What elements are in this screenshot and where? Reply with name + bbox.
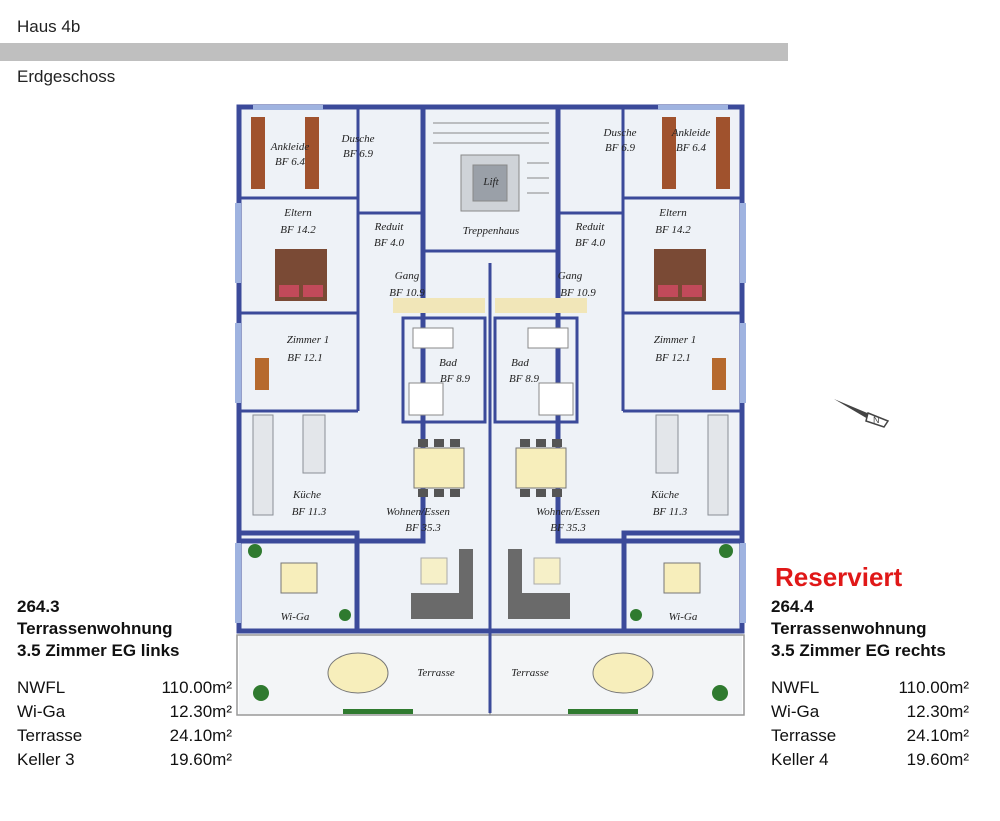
label-wohnen-left: Wohnen/Essen — [386, 506, 450, 518]
area-value: 19.60m² — [169, 750, 232, 769]
area-value: 12.30m² — [169, 702, 232, 721]
area-value: 24.10m² — [169, 726, 232, 745]
area-label: Wi-Ga — [771, 702, 820, 721]
area-label: Keller 3 — [17, 750, 75, 769]
label-wohnen-bf-left: BF 35.3 — [405, 522, 441, 534]
label-reduit-bf-left: BF 4.0 — [374, 237, 404, 249]
label-reduit-bf-right: BF 4.0 — [575, 237, 605, 249]
label-wiga-right: Wi-Ga — [669, 611, 698, 623]
left-area-row-terrasse: Terrasse 24.10m² — [17, 724, 232, 748]
area-label: NWFL — [17, 678, 66, 697]
area-value: 12.30m² — [906, 702, 969, 721]
area-value: 24.10m² — [906, 726, 969, 745]
label-zimmer-left: Zimmer 1 — [287, 334, 329, 346]
label-dusche-bf-left: BF 6.9 — [343, 148, 373, 160]
label-kueche-bf-left: BF 11.3 — [292, 506, 327, 518]
north-arrow-icon: N — [834, 399, 890, 428]
label-terrasse-right: Terrasse — [511, 667, 549, 679]
label-gang-bf-right: BF 10.9 — [560, 287, 596, 299]
label-ankleide-bf-left: BF 6.4 — [275, 156, 305, 168]
label-gang-right: Gang — [558, 270, 583, 282]
floor-plan: Ankleide BF 6.4 Ankleide BF 6.4 Dusche B… — [235, 104, 746, 716]
label-wohnen-bf-right: BF 35.3 — [550, 522, 586, 534]
left-area-row-wiga: Wi-Ga 12.30m² — [17, 700, 232, 724]
label-kueche-right: Küche — [650, 489, 679, 501]
right-unit-type: Terrassenwohnung — [771, 619, 927, 638]
label-dusche-right: Dusche — [603, 127, 637, 139]
right-area-row-wiga: Wi-Ga 12.30m² — [771, 700, 969, 724]
label-bad-bf-left: BF 8.9 — [440, 373, 470, 385]
label-eltern-right: Eltern — [658, 207, 687, 219]
label-bad-left: Bad — [439, 357, 457, 369]
area-label: Wi-Ga — [17, 702, 66, 721]
floor-title: Erdgeschoss — [17, 67, 116, 86]
label-eltern-left: Eltern — [283, 207, 312, 219]
right-area-row-nwfl: NWFL 110.00m² — [771, 676, 969, 700]
area-value: 110.00m² — [898, 678, 969, 697]
label-wiga-left: Wi-Ga — [281, 611, 310, 623]
area-label: Terrasse — [771, 726, 837, 745]
header-divider-bar — [0, 43, 788, 61]
right-area-row-keller: Keller 4 19.60m² — [771, 748, 969, 772]
label-ankleide-bf-right: BF 6.4 — [676, 142, 706, 154]
label-treppenhaus: Treppenhaus — [463, 225, 519, 237]
label-dusche-left: Dusche — [341, 133, 375, 145]
label-kueche-left: Küche — [292, 489, 321, 501]
right-unit-description: 3.5 Zimmer EG rechts — [771, 641, 946, 660]
area-value: 19.60m² — [906, 750, 969, 769]
house-title: Haus 4b — [17, 17, 81, 36]
left-unit-panel: 264.3 Terrassenwohnung 3.5 Zimmer EG lin… — [17, 596, 232, 772]
right-area-row-terrasse: Terrasse 24.10m² — [771, 724, 969, 748]
label-lift: Lift — [482, 176, 499, 188]
area-label: Terrasse — [17, 726, 83, 745]
label-zimmer-bf-right: BF 12.1 — [655, 352, 690, 364]
label-dusche-bf-right: BF 6.9 — [605, 142, 635, 154]
label-reduit-left: Reduit — [374, 221, 405, 233]
reserved-status-label: Reserviert — [775, 562, 903, 592]
label-zimmer-right: Zimmer 1 — [654, 334, 696, 346]
area-label: Keller 4 — [771, 750, 829, 769]
label-zimmer-bf-left: BF 12.1 — [287, 352, 322, 364]
label-ankleide-left: Ankleide — [270, 141, 310, 153]
label-terrasse-left: Terrasse — [417, 667, 455, 679]
right-unit-number: 264.4 — [771, 597, 814, 616]
label-bad-right: Bad — [511, 357, 529, 369]
label-wohnen-right: Wohnen/Essen — [536, 506, 600, 518]
left-unit-type: Terrassenwohnung — [17, 619, 173, 638]
left-area-row-nwfl: NWFL 110.00m² — [17, 676, 232, 700]
area-value: 110.00m² — [161, 678, 232, 697]
label-bad-bf-right: BF 8.9 — [509, 373, 539, 385]
label-gang-bf-left: BF 10.9 — [389, 287, 425, 299]
svg-text:N: N — [873, 415, 880, 425]
label-eltern-bf-left: BF 14.2 — [280, 224, 316, 236]
label-gang-left: Gang — [395, 270, 420, 282]
area-label: NWFL — [771, 678, 820, 697]
label-reduit-right: Reduit — [575, 221, 606, 233]
left-unit-description: 3.5 Zimmer EG links — [17, 641, 180, 660]
left-area-row-keller: Keller 3 19.60m² — [17, 748, 232, 772]
right-unit-panel: 264.4 Terrassenwohnung 3.5 Zimmer EG rec… — [771, 596, 969, 772]
label-ankleide-right: Ankleide — [671, 127, 711, 139]
label-eltern-bf-right: BF 14.2 — [655, 224, 691, 236]
label-kueche-bf-right: BF 11.3 — [653, 506, 688, 518]
left-unit-number: 264.3 — [17, 597, 60, 616]
